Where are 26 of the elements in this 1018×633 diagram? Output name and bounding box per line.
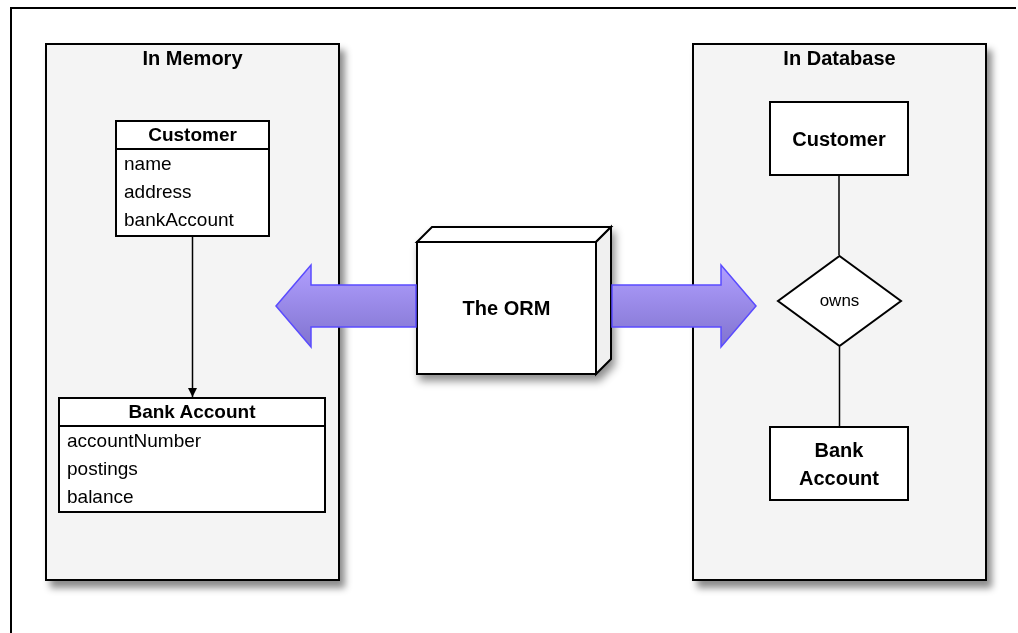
block-arrow (611, 262, 757, 350)
panel-title: In Database (782, 47, 897, 70)
attribute-text: address (123, 180, 193, 204)
class-name: Bank Account (60, 399, 324, 427)
connector-line (838, 346, 841, 427)
attribute-text: name (123, 152, 173, 176)
attribute-text: balance (66, 485, 135, 509)
entity-box (769, 426, 909, 501)
block-arrow (275, 262, 417, 350)
entity-name: Customer (792, 126, 886, 152)
class-name: Customer (117, 122, 268, 150)
attribute-text: postings (66, 457, 139, 481)
arrow (188, 236, 197, 398)
relationship-label: owns (819, 291, 860, 311)
box-label: The ORM (462, 296, 551, 320)
panel-title: In Memory (141, 47, 244, 70)
entity-name: Bank Account (798, 437, 880, 491)
relationship-diamond (777, 255, 902, 347)
container-panel (45, 43, 340, 581)
attribute-text: accountNumber (66, 429, 203, 453)
class-box (115, 120, 270, 237)
entity-box (769, 101, 909, 176)
attribute-text: bankAccount (123, 208, 235, 232)
container-panel (692, 43, 987, 581)
connector-line (838, 175, 840, 256)
class-box (58, 397, 326, 513)
